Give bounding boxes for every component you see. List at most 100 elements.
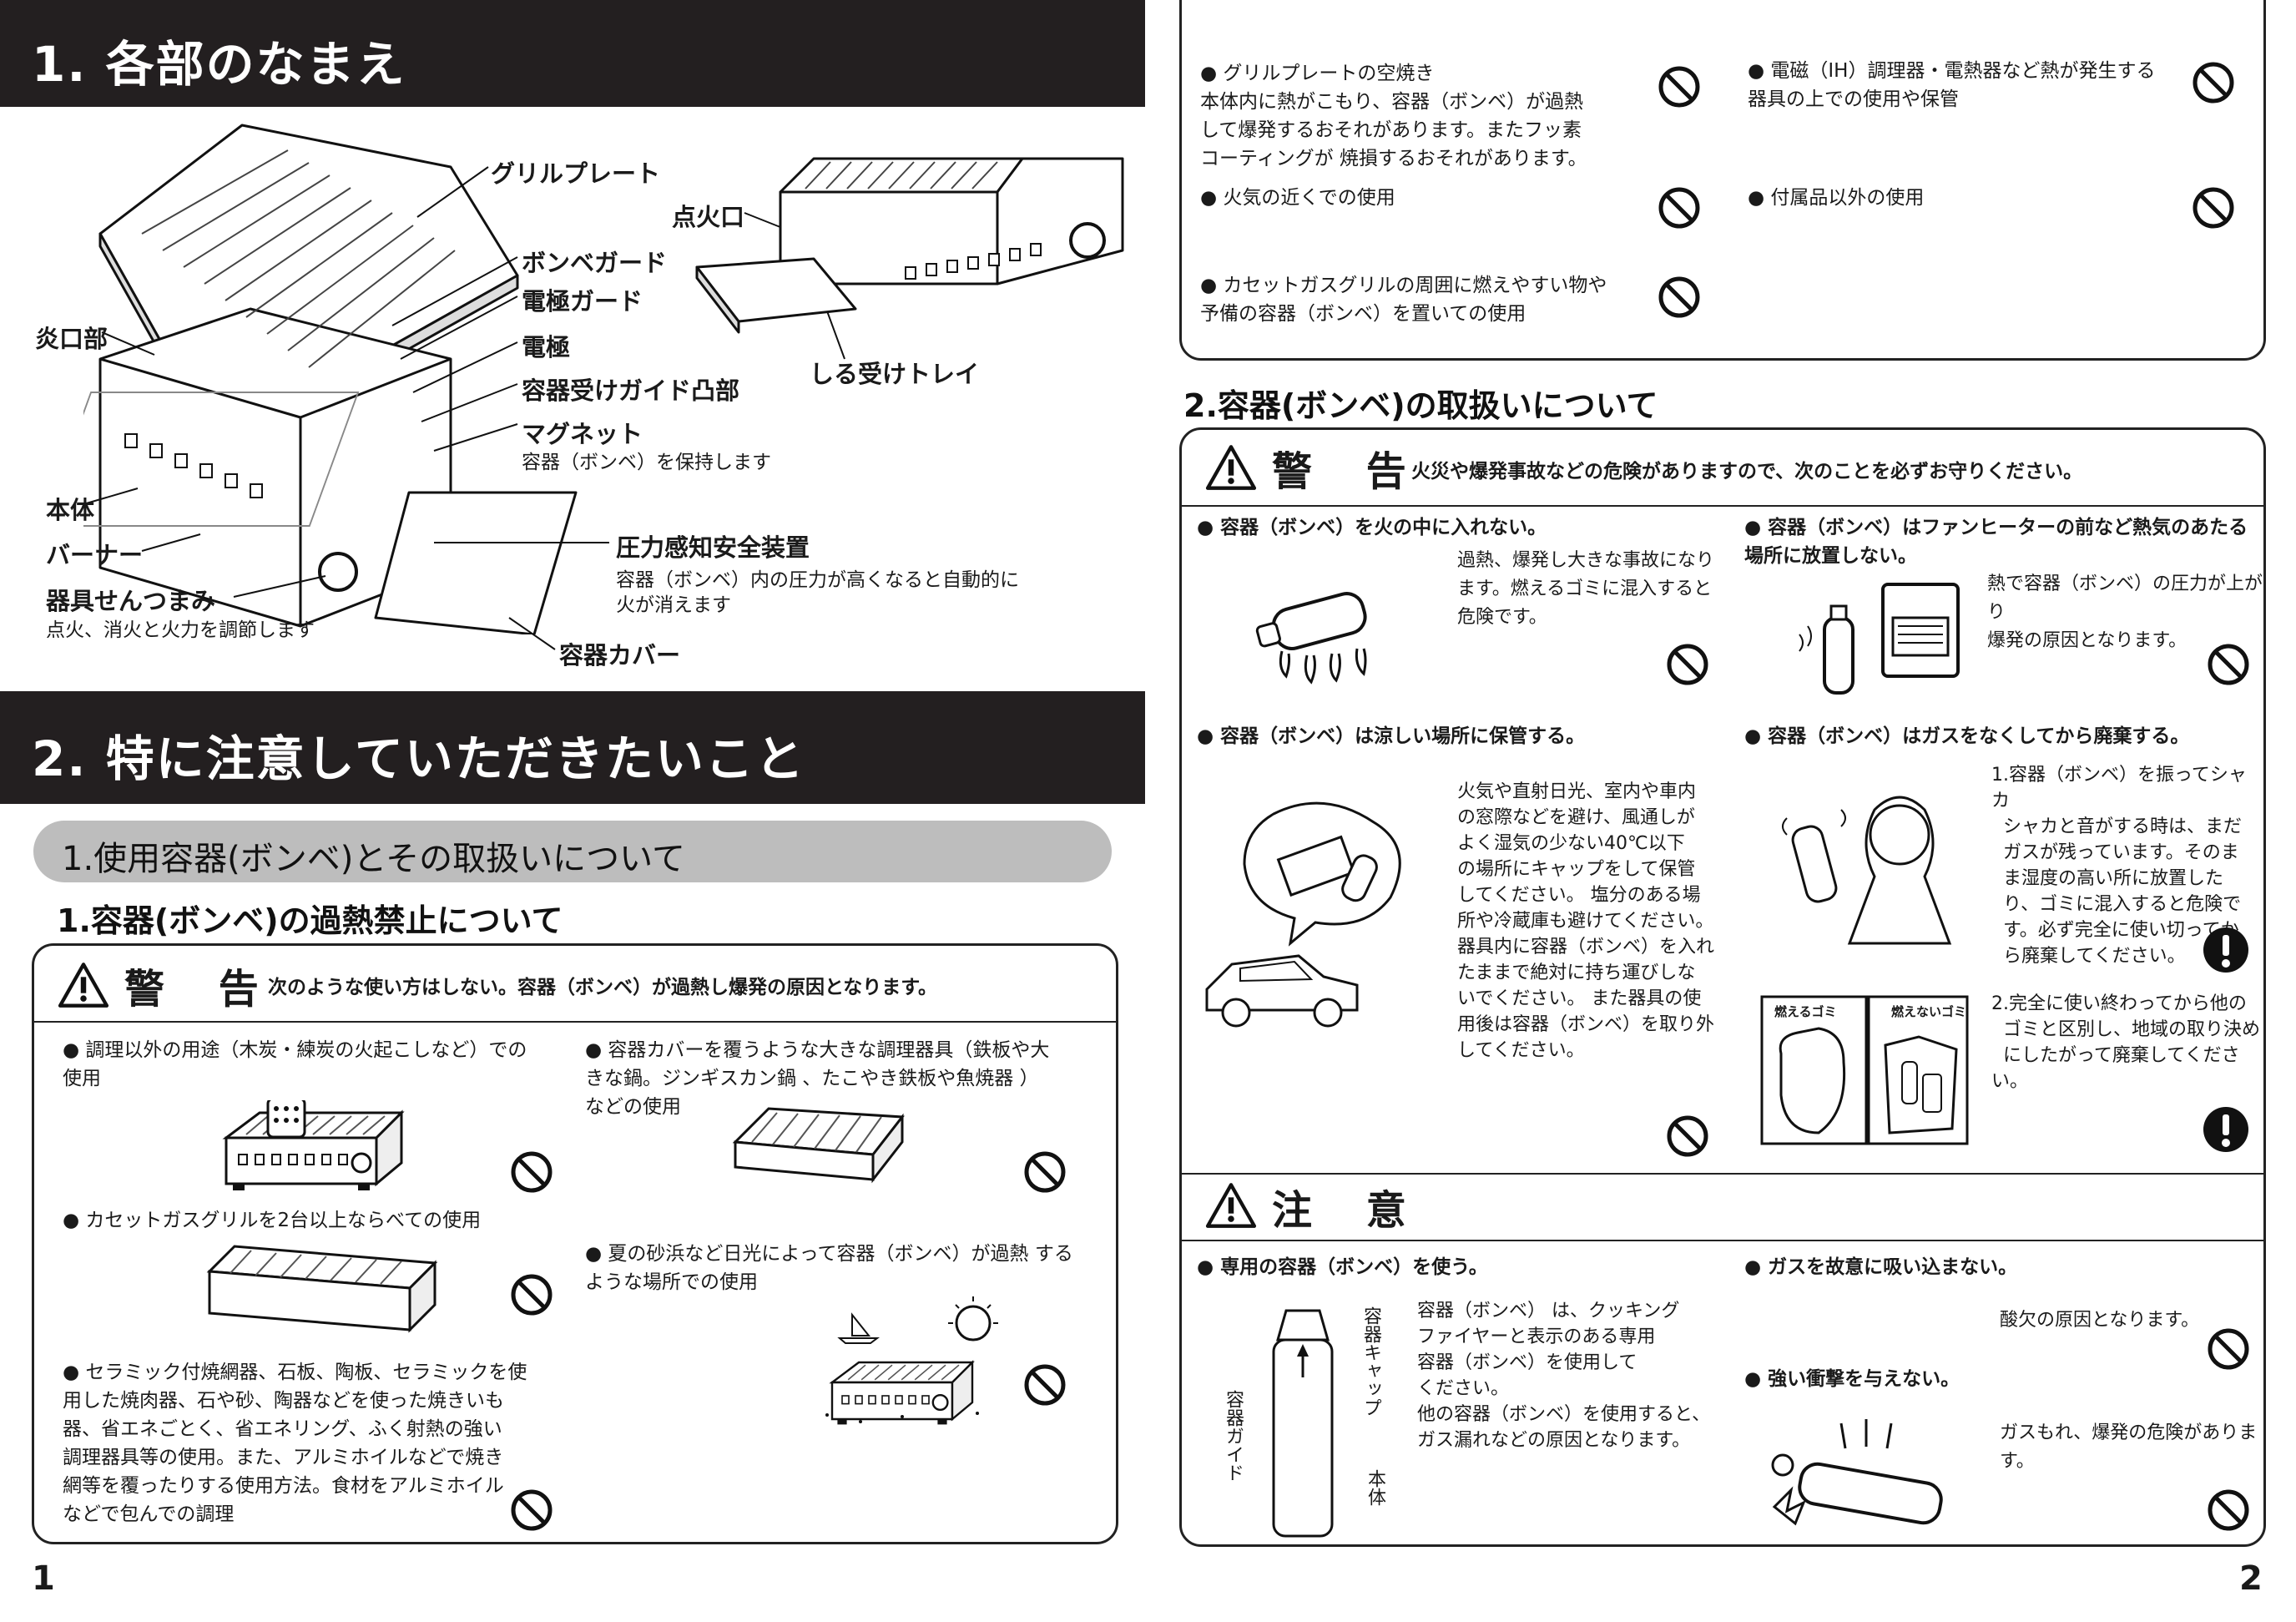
label-magnet-desc: 容器（ボンベ）を保持します bbox=[522, 452, 771, 473]
warning-item-dispose-text-2: 2.完全に使い終わってから他の ゴミと区別し、地域の取り決め にしたがって廃棄し… bbox=[1991, 993, 2261, 1092]
section-title-parts: 1. 各部のなまえ bbox=[32, 36, 406, 93]
caution-item-dedicated-head: ● 専用の容器（ボンベ）を使う。 bbox=[1197, 1256, 1488, 1278]
item-right-1: ● 容器カバーを覆うような大きな調理器具（鉄板や大 きな鍋。ジンギスカン鍋 、た… bbox=[585, 1039, 1050, 1118]
mandatory-icon bbox=[2203, 927, 2249, 973]
mandatory-icon bbox=[2203, 1106, 2249, 1153]
caution-item-inhale-head: ● ガスを故意に吸い込まない。 bbox=[1744, 1256, 2018, 1278]
large-cookware-illustration bbox=[732, 1107, 905, 1184]
prohibit-icon bbox=[2192, 186, 2235, 230]
item-right-2: ● 夏の砂浜など日光によって容器（ボンベ）が過熱 する ような場所での使用 bbox=[585, 1243, 1073, 1293]
caution-item-inhale-text: 酸欠の原因となります。 bbox=[2000, 1310, 2200, 1331]
prohibit-icon bbox=[2207, 1327, 2250, 1371]
label-drip-tray: しる受けトレイ bbox=[810, 360, 980, 388]
prohibit-icon bbox=[1023, 1363, 1067, 1407]
bombe-in-fire-illustration bbox=[1255, 592, 1367, 685]
warning-divider bbox=[34, 1021, 1116, 1023]
warning-title: 警 告 bbox=[124, 966, 279, 1013]
item-left-1: ● 調理以外の用途（木炭・練炭の火起こしなど）での 使用 bbox=[63, 1039, 527, 1089]
label-magnet: マグネット bbox=[522, 420, 643, 448]
warning-item-fire-text: 過熱、爆発し大きな事故になり ます。燃えるゴミに混入すると 危険です。 bbox=[1457, 550, 1715, 628]
caution-item-impact-head: ● 強い衝撃を与えない。 bbox=[1744, 1368, 1960, 1390]
prohibit-icon bbox=[510, 1488, 553, 1532]
prohibit-icon bbox=[1658, 275, 1701, 319]
shaking-bombe-illustration bbox=[1782, 796, 1952, 945]
trash-bins-illustration bbox=[1760, 995, 1969, 1145]
warning-item-heater-text: 熱で容器（ボンベ）の圧力が上がり 爆発の原因となります。 bbox=[1987, 574, 2263, 651]
impact-illustration bbox=[1771, 1419, 1943, 1526]
prohibit-icon bbox=[1658, 65, 1701, 109]
warning-item-dispose-head: ● 容器（ボンベ）はガスをなくしてから廃棄する。 bbox=[1744, 725, 2190, 747]
item-left-3: ● セラミック付焼網器、石板、陶板、セラミックを使 用した焼肉器、石や砂、陶器な… bbox=[63, 1362, 527, 1525]
section-title-cautions: 2. 特に注意していただきたいこと bbox=[32, 730, 805, 787]
warning-box-handling: 警 告 火災や爆発事故などの危険がありますので、次のことを必ずお守りください。 … bbox=[1179, 427, 2266, 1547]
beach-sun-illustration bbox=[825, 1296, 998, 1432]
label-ignition-port: 点火口 bbox=[672, 203, 745, 231]
label-bombe-guard: ボンベガード bbox=[522, 249, 668, 277]
warning-item-dispose-text-1: 1.容器（ボンベ）を振ってシャカ シャカと音がする時は、まだ ガスが残っています… bbox=[1991, 765, 2247, 967]
label-grill-plate: グリルプレート bbox=[491, 159, 661, 188]
prohibit-icon bbox=[1658, 186, 1701, 230]
subsection-pill-title: 1.使用容器(ボンベ)とその取扱いについて bbox=[62, 840, 685, 878]
trash-burnable-label: 燃えるゴミ bbox=[1774, 1004, 1837, 1019]
label-pressure-device: 圧力感知安全装置 bbox=[616, 533, 810, 562]
warning-triangle-icon bbox=[56, 961, 111, 1009]
label-knob: 器具せんつまみ bbox=[46, 587, 216, 615]
prohibit-icon bbox=[1666, 1114, 1709, 1158]
two-grills-illustration bbox=[206, 1245, 438, 1333]
caution-item-dedicated-text: 容器（ボンベ） は、クッキング ファイヤーと表示のある専用 容器（ボンベ）を使用… bbox=[1417, 1301, 1711, 1451]
label-pressure-desc-1: 容器（ボンベ）内の圧力が高くなると自動的に bbox=[616, 569, 1019, 591]
caution-item-impact-text: ガスもれ、爆発の危険があります。 bbox=[2000, 1422, 2258, 1472]
grill-charcoal-illustration bbox=[209, 1100, 410, 1200]
section-header-cautions: 2. 特に注意していただきたいこと bbox=[0, 691, 1145, 804]
subsection-pill: 1.使用容器(ボンベ)とその取扱いについて bbox=[33, 821, 1112, 882]
top-item-5: ● カセットガスグリルの周囲に燃えやすい物や 予備の容器（ボンベ）を置いての使用 bbox=[1200, 275, 1607, 325]
car-storage-illustration bbox=[1205, 801, 1401, 1028]
warning-item-heater-head: ● 容器（ボンベ）はファンヒーターの前など熱気のあたる 場所に放置しない。 bbox=[1744, 517, 2248, 567]
warning-title: 警 告 bbox=[1272, 448, 1426, 495]
top-prohibition-box: ● グリルプレートの空焼き 本体内に熱がこもり、容器（ボンベ）が過熱 して爆発す… bbox=[1179, 0, 2266, 361]
trash-nonburnable-label: 燃えないゴミ bbox=[1891, 1004, 1967, 1019]
bombe-can-illustration bbox=[1272, 1309, 1334, 1538]
warning-item-cool-text: 火気や直射日光、室内や車内 の窓際などを避け、風通しが よく湿気の少ない40℃以… bbox=[1457, 781, 1715, 1061]
top-item-1: ● グリルプレートの空焼き 本体内に熱がこもり、容器（ボンベ）が過熱 して爆発す… bbox=[1200, 63, 1587, 169]
grill-drip-tray-diagram bbox=[695, 157, 1124, 334]
can-cap-label: 容器キャップ bbox=[1360, 1306, 1381, 1417]
can-guide-label: 容器ガイド bbox=[1223, 1390, 1244, 1482]
prohibit-icon bbox=[2207, 1488, 2250, 1532]
top-item-2: ● 電磁（IH）調理器・電熱器など熱が発生する 器具の上での使用や保管 bbox=[1748, 60, 2156, 110]
label-burner-port: 炎口部 bbox=[35, 325, 108, 353]
caution-triangle-icon bbox=[1204, 1181, 1259, 1230]
warning-note: 火災や爆発事故などの危険がありますので、次のことを必ずお守りください。 bbox=[1411, 461, 2083, 483]
warning-box-overheat: 警 告 次のような使い方はしない。容器（ボンベ）が過熱し爆発の原因となります。 … bbox=[32, 943, 1118, 1544]
bombe-handling-title: 2.容器(ボンベ)の取扱いについて bbox=[1183, 387, 1658, 424]
label-knob-desc: 点火、消火と火力を調節します bbox=[46, 619, 315, 641]
label-guide-bump: 容器受けガイド凸部 bbox=[522, 376, 740, 405]
caution-title: 注 意 bbox=[1272, 1187, 1426, 1234]
label-electrode-guard: 電極ガード bbox=[522, 287, 643, 316]
prohibit-icon bbox=[2192, 61, 2235, 104]
can-body-label: 本体 bbox=[1365, 1469, 1385, 1506]
prohibit-icon bbox=[510, 1273, 553, 1316]
prohibit-icon bbox=[510, 1150, 553, 1194]
label-body: 本体 bbox=[46, 496, 95, 524]
overheat-subtitle: 1.容器(ボンベ)の過熱禁止について bbox=[57, 902, 563, 939]
warning-note: 次のような使い方はしない。容器（ボンベ）が過熱し爆発の原因となります。 bbox=[268, 977, 938, 998]
warning-triangle-icon bbox=[1204, 443, 1259, 492]
warning-item-cool-head: ● 容器（ボンベ）は涼しい場所に保管する。 bbox=[1197, 725, 1586, 747]
prohibit-icon bbox=[2207, 643, 2250, 686]
grill-parts-diagram bbox=[83, 124, 578, 634]
label-electrode: 電極 bbox=[522, 333, 571, 361]
item-left-2: ● カセットガスグリルを2台以上ならべての使用 bbox=[63, 1210, 482, 1231]
page-number-2: 2 bbox=[2239, 1559, 2263, 1598]
fan-heater-illustration bbox=[1799, 583, 1960, 695]
prohibit-icon bbox=[1023, 1150, 1067, 1194]
caution-divider bbox=[1182, 1240, 2263, 1241]
label-pressure-desc-2: 火が消えます bbox=[616, 594, 731, 616]
warning-divider bbox=[1182, 505, 2263, 507]
top-item-3: ● 火気の近くでの使用 bbox=[1200, 187, 1395, 209]
top-item-4: ● 付属品以外の使用 bbox=[1748, 187, 1925, 209]
prohibit-icon bbox=[1666, 643, 1709, 686]
label-cover: 容器カバー bbox=[559, 641, 681, 670]
page-number-1: 1 bbox=[32, 1559, 55, 1598]
warning-item-fire-head: ● 容器（ボンベ）を火の中に入れない。 bbox=[1197, 517, 1547, 538]
